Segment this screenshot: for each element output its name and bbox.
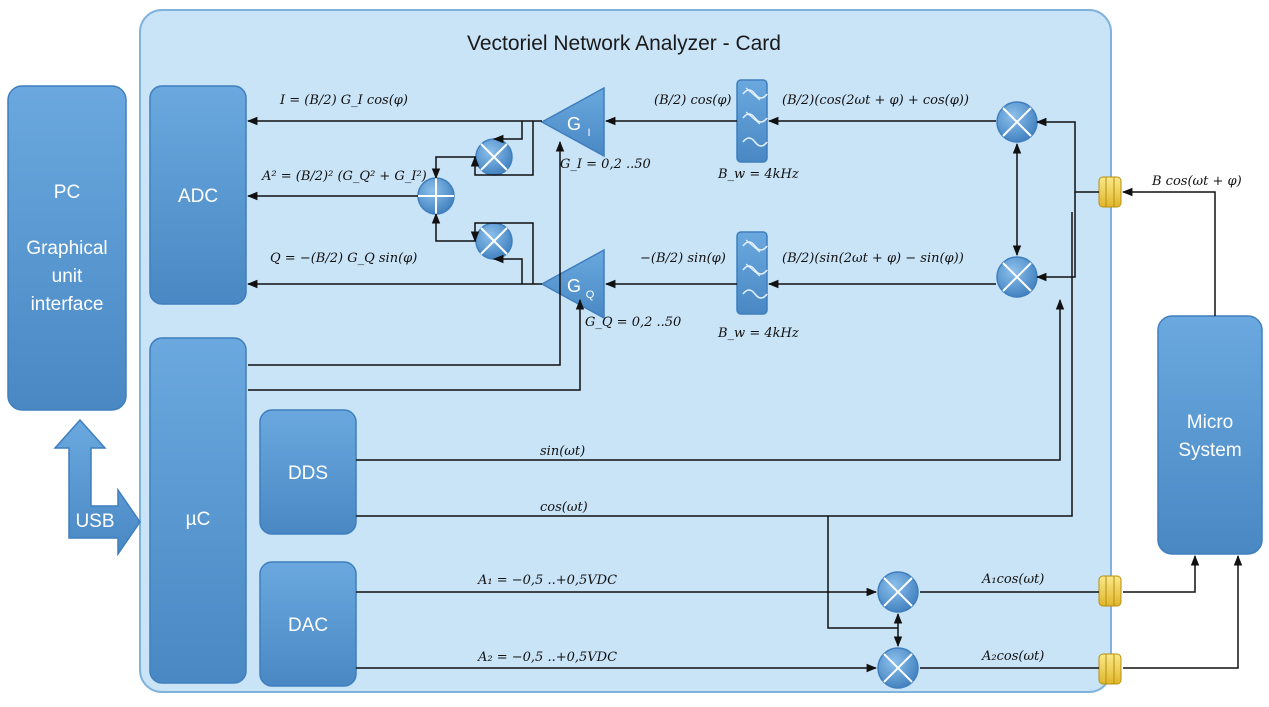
adc-label: ADC [178,186,218,207]
filter-i [736,79,768,163]
label-a1-dc-range: A₁ = −0,5 ..+0,5VDC [477,573,617,588]
mixer-a1 [877,571,919,613]
micro-system-block: Micro System [1157,315,1263,555]
pc-block: PC Graphical unit interface [7,85,127,411]
label-q-output: Q = −(B/2) G_Q sin(φ) [270,251,417,266]
label-mixer-q-output: (B/2)(sin(2ωt + φ) − sin(φ)) [782,251,964,266]
dac-label: DAC [288,615,328,636]
dac-block: DAC [259,561,357,687]
micro-system-line-2: System [1178,440,1241,461]
label-amplitude-output: A² = (B/2)² (G_Q² + G_I²) [261,169,427,184]
dds-block: DDS [259,409,357,535]
label-i-output: I = (B/2) G_I cos(φ) [279,93,408,108]
label-filter-i-output: (B/2) cos(φ) [654,93,732,108]
pc-line-2: unit [52,266,83,287]
filter-q [736,231,768,315]
label-dds-cos: cos(ωt) [540,500,588,515]
label-dds-sin: sin(ωt) [540,444,585,459]
card-title: Vectoriel Network Analyzer - Card [467,32,781,55]
label-gi-range: G_I = 0,2 ..50 [560,157,651,172]
amplifier-gi-letter: G [567,114,581,134]
mixer-i-square [475,138,513,176]
label-a2-dc-range: A₂ = −0,5 ..+0,5VDC [477,650,617,665]
usb-arrow: USB [53,418,141,557]
dds-label: DDS [288,463,328,484]
microcontroller-label: µC [186,509,211,530]
card-background [139,9,1112,693]
adc-block: ADC [149,85,247,305]
pc-line-3: interface [31,294,104,315]
mixer-a2 [877,647,919,689]
label-mixer-i-output: (B/2)(cos(2ωt + φ) + cos(φ)) [782,93,969,108]
label-bandwidth-top: B_w = 4kHz [717,167,799,182]
connector-input [1098,176,1122,208]
micro-system-line-1: Micro [1187,412,1233,433]
mixer-q-square [475,222,513,260]
amplifier-gq-letter: G [567,276,581,296]
amplifier-gi: G I [540,86,605,158]
mixer-q-input [996,256,1038,298]
label-filter-q-output: −(B/2) sin(φ) [640,251,726,266]
amplifier-gq: G Q [540,248,605,320]
mixer-i-input [996,101,1038,143]
label-a2-output: A₂cos(ωt) [981,649,1044,664]
label-a1-output: A₁cos(ωt) [981,572,1044,587]
wires [246,116,1243,673]
usb-label: USB [75,511,114,532]
label-gq-range: G_Q = 0,2 ..50 [585,315,681,330]
connector-a2 [1098,653,1122,685]
amplifier-gi-subscript: I [587,127,590,139]
label-bandwidth-bottom: B_w = 4kHz [717,326,799,341]
label-input-signal: B cos(ωt + φ) [1151,174,1242,189]
amplifier-gq-subscript: Q [586,289,595,301]
pc-line-1: Graphical [26,238,107,259]
connector-a1 [1098,575,1122,607]
microcontroller-block: µC [149,337,247,684]
pc-title: PC [54,182,80,203]
